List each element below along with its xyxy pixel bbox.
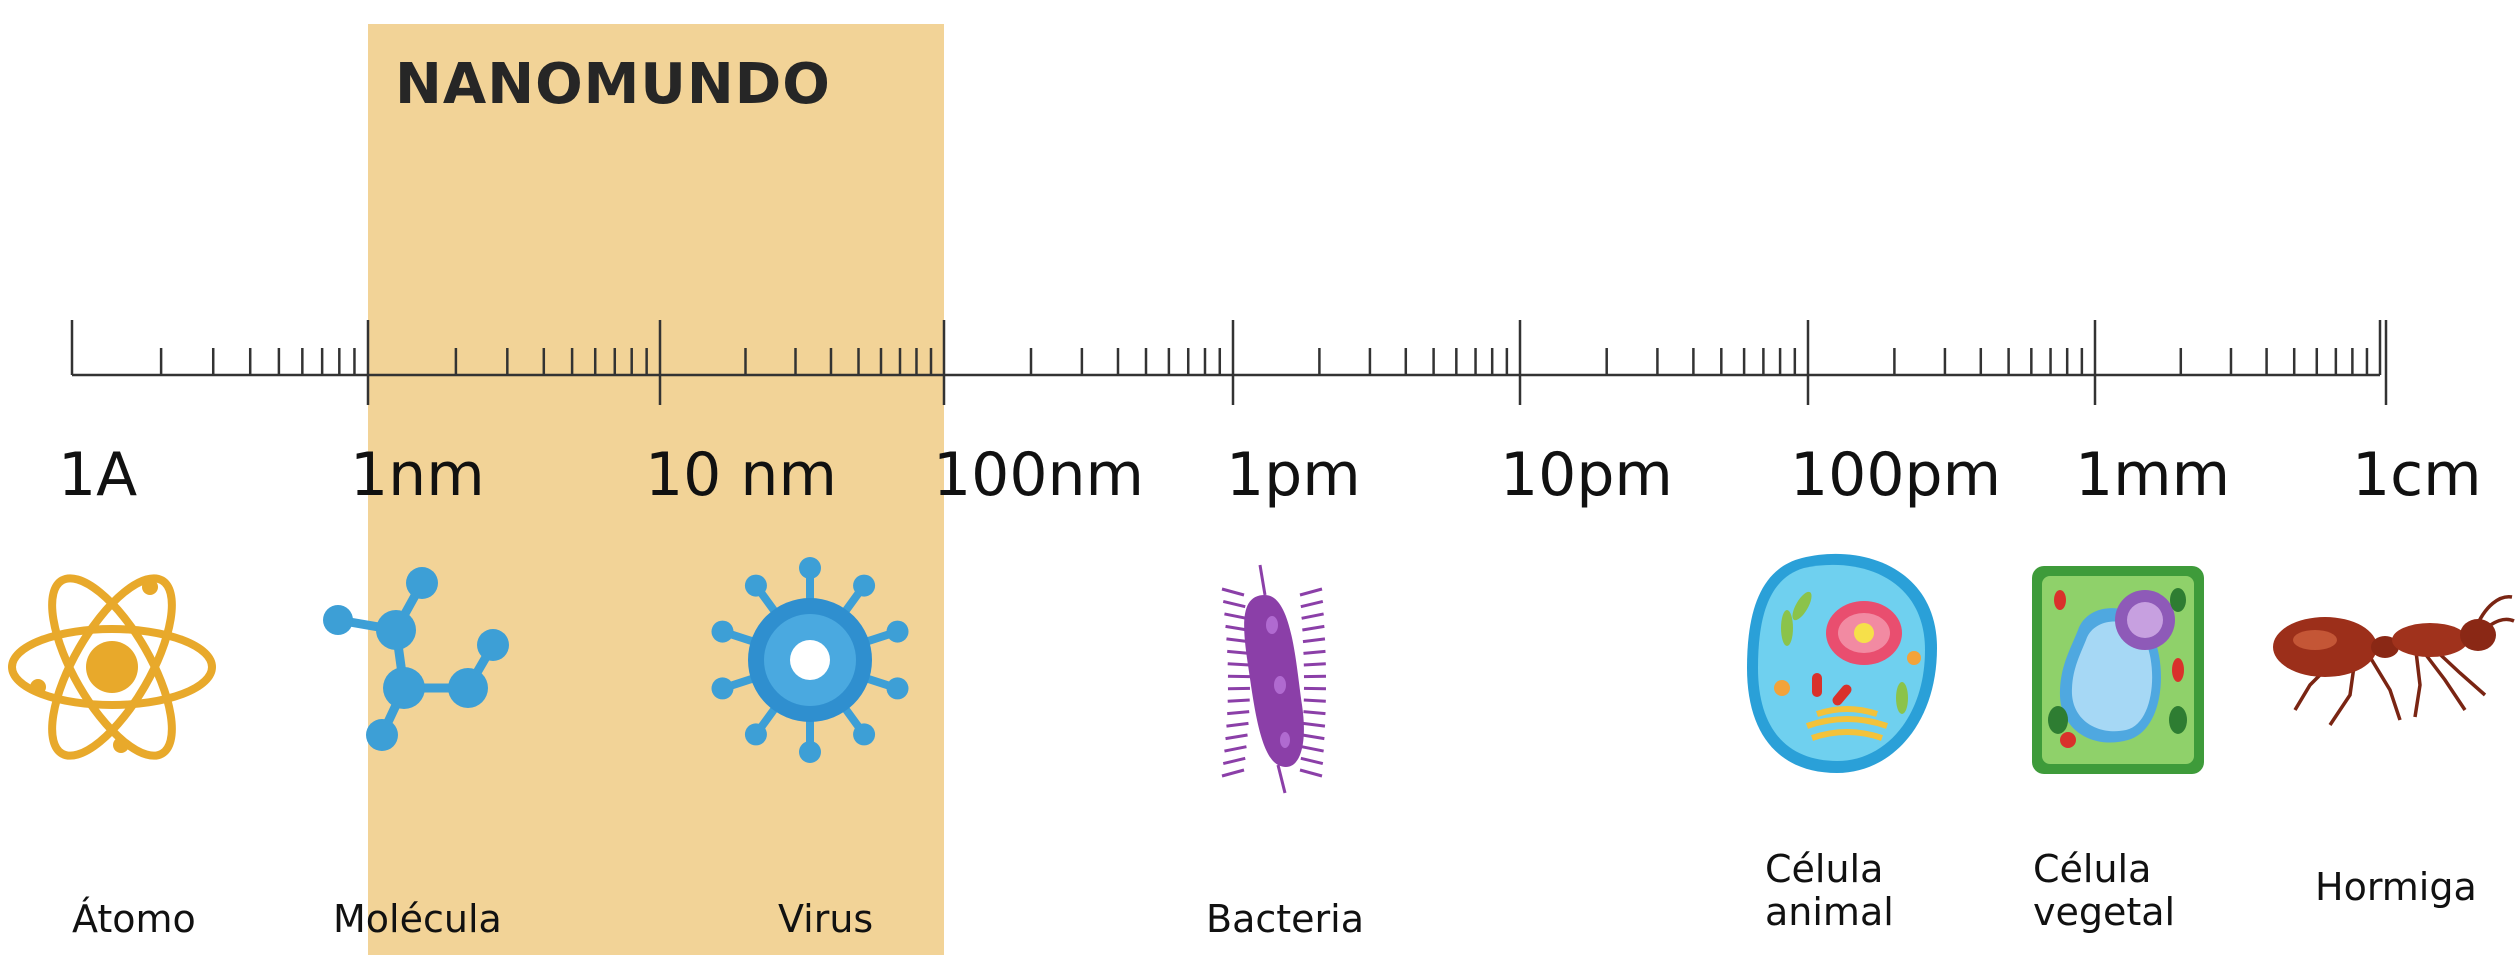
tick-label-1nm: 1nm	[350, 440, 485, 510]
virus-spike-tip	[853, 575, 875, 597]
atom-icon	[5, 565, 220, 770]
label-animal-cell-line1: Célula	[1765, 847, 1883, 891]
tick-label-10nm: 10 nm	[645, 440, 837, 510]
bacteria-hair	[1223, 758, 1245, 763]
bacteria-hair	[1300, 589, 1322, 595]
virus-icon	[705, 545, 915, 775]
virus-spike-tip	[799, 741, 821, 763]
virus-spike-tip	[886, 677, 908, 699]
bacteria-hair	[1278, 765, 1285, 793]
virus-spike-tip	[853, 723, 875, 745]
tick-label-1a: 1A	[58, 440, 137, 510]
tick-label-1pm: 1pm	[1226, 440, 1361, 510]
label-bacteria: Bacteria	[1206, 898, 1364, 941]
bacteria-hair	[1226, 735, 1248, 739]
bacteria-hair	[1301, 601, 1323, 606]
bacteria-hair	[1303, 723, 1325, 726]
label-molecule: Molécula	[333, 898, 502, 941]
bacteria-hair	[1302, 735, 1324, 739]
label-virus: Virus	[778, 898, 873, 941]
bacteria-hair	[1302, 626, 1324, 630]
virus-spike-tip	[886, 621, 908, 643]
tick-label-1cm: 1cm	[2352, 440, 2482, 510]
bacteria-hair	[1304, 700, 1326, 701]
bacteria-icon	[1210, 555, 1340, 800]
label-plant-cell-line2: vegetal	[2033, 890, 2175, 934]
label-animal-cell: Célula animal	[1765, 848, 1894, 933]
bacteria-hair	[1224, 747, 1246, 751]
bacteria-hair	[1260, 565, 1265, 595]
bacteria-hair	[1226, 723, 1248, 726]
tick-label-100pm: 100pm	[1790, 440, 2001, 510]
label-animal-cell-line2: animal	[1765, 890, 1894, 934]
bacteria-hair	[1302, 747, 1324, 751]
label-plant-cell-line1: Célula	[2033, 847, 2151, 891]
virus-spike-tip	[745, 723, 767, 745]
label-atom: Átomo	[72, 898, 196, 941]
bacteria-hair	[1222, 770, 1244, 776]
bacteria-hair	[1300, 770, 1322, 776]
bacteria-hair	[1227, 651, 1249, 653]
ant-icon	[2270, 585, 2515, 730]
label-plant-cell: Célula vegetal	[2033, 848, 2175, 933]
bacteria-hair	[1301, 758, 1323, 763]
molecule-icon	[318, 565, 513, 755]
bacteria-hair	[1303, 712, 1325, 714]
virus-spike-tip	[799, 557, 821, 579]
bacteria-hair	[1222, 589, 1244, 595]
bacteria-hair	[1223, 601, 1245, 606]
plant-cell-icon	[2028, 560, 2208, 780]
tick-label-10pm: 10pm	[1500, 440, 1673, 510]
animal-cell-icon	[1742, 548, 1942, 780]
bacteria-hair	[1302, 614, 1324, 618]
bacteria-hair	[1227, 712, 1249, 714]
bacteria-hair	[1228, 700, 1250, 701]
bacteria-hair	[1224, 614, 1246, 618]
tick-label-1mm: 1mm	[2075, 440, 2230, 510]
label-ant: Hormiga	[2315, 866, 2477, 909]
bacteria-hair	[1303, 639, 1325, 642]
virus-spike-tip	[745, 575, 767, 597]
virus-spike-tip	[712, 677, 734, 699]
bacteria-hair	[1304, 664, 1326, 665]
virus-spike-tip	[712, 621, 734, 643]
bacteria-hair	[1303, 651, 1325, 653]
bacteria-hair	[1228, 664, 1250, 665]
tick-label-100nm: 100nm	[933, 440, 1144, 510]
